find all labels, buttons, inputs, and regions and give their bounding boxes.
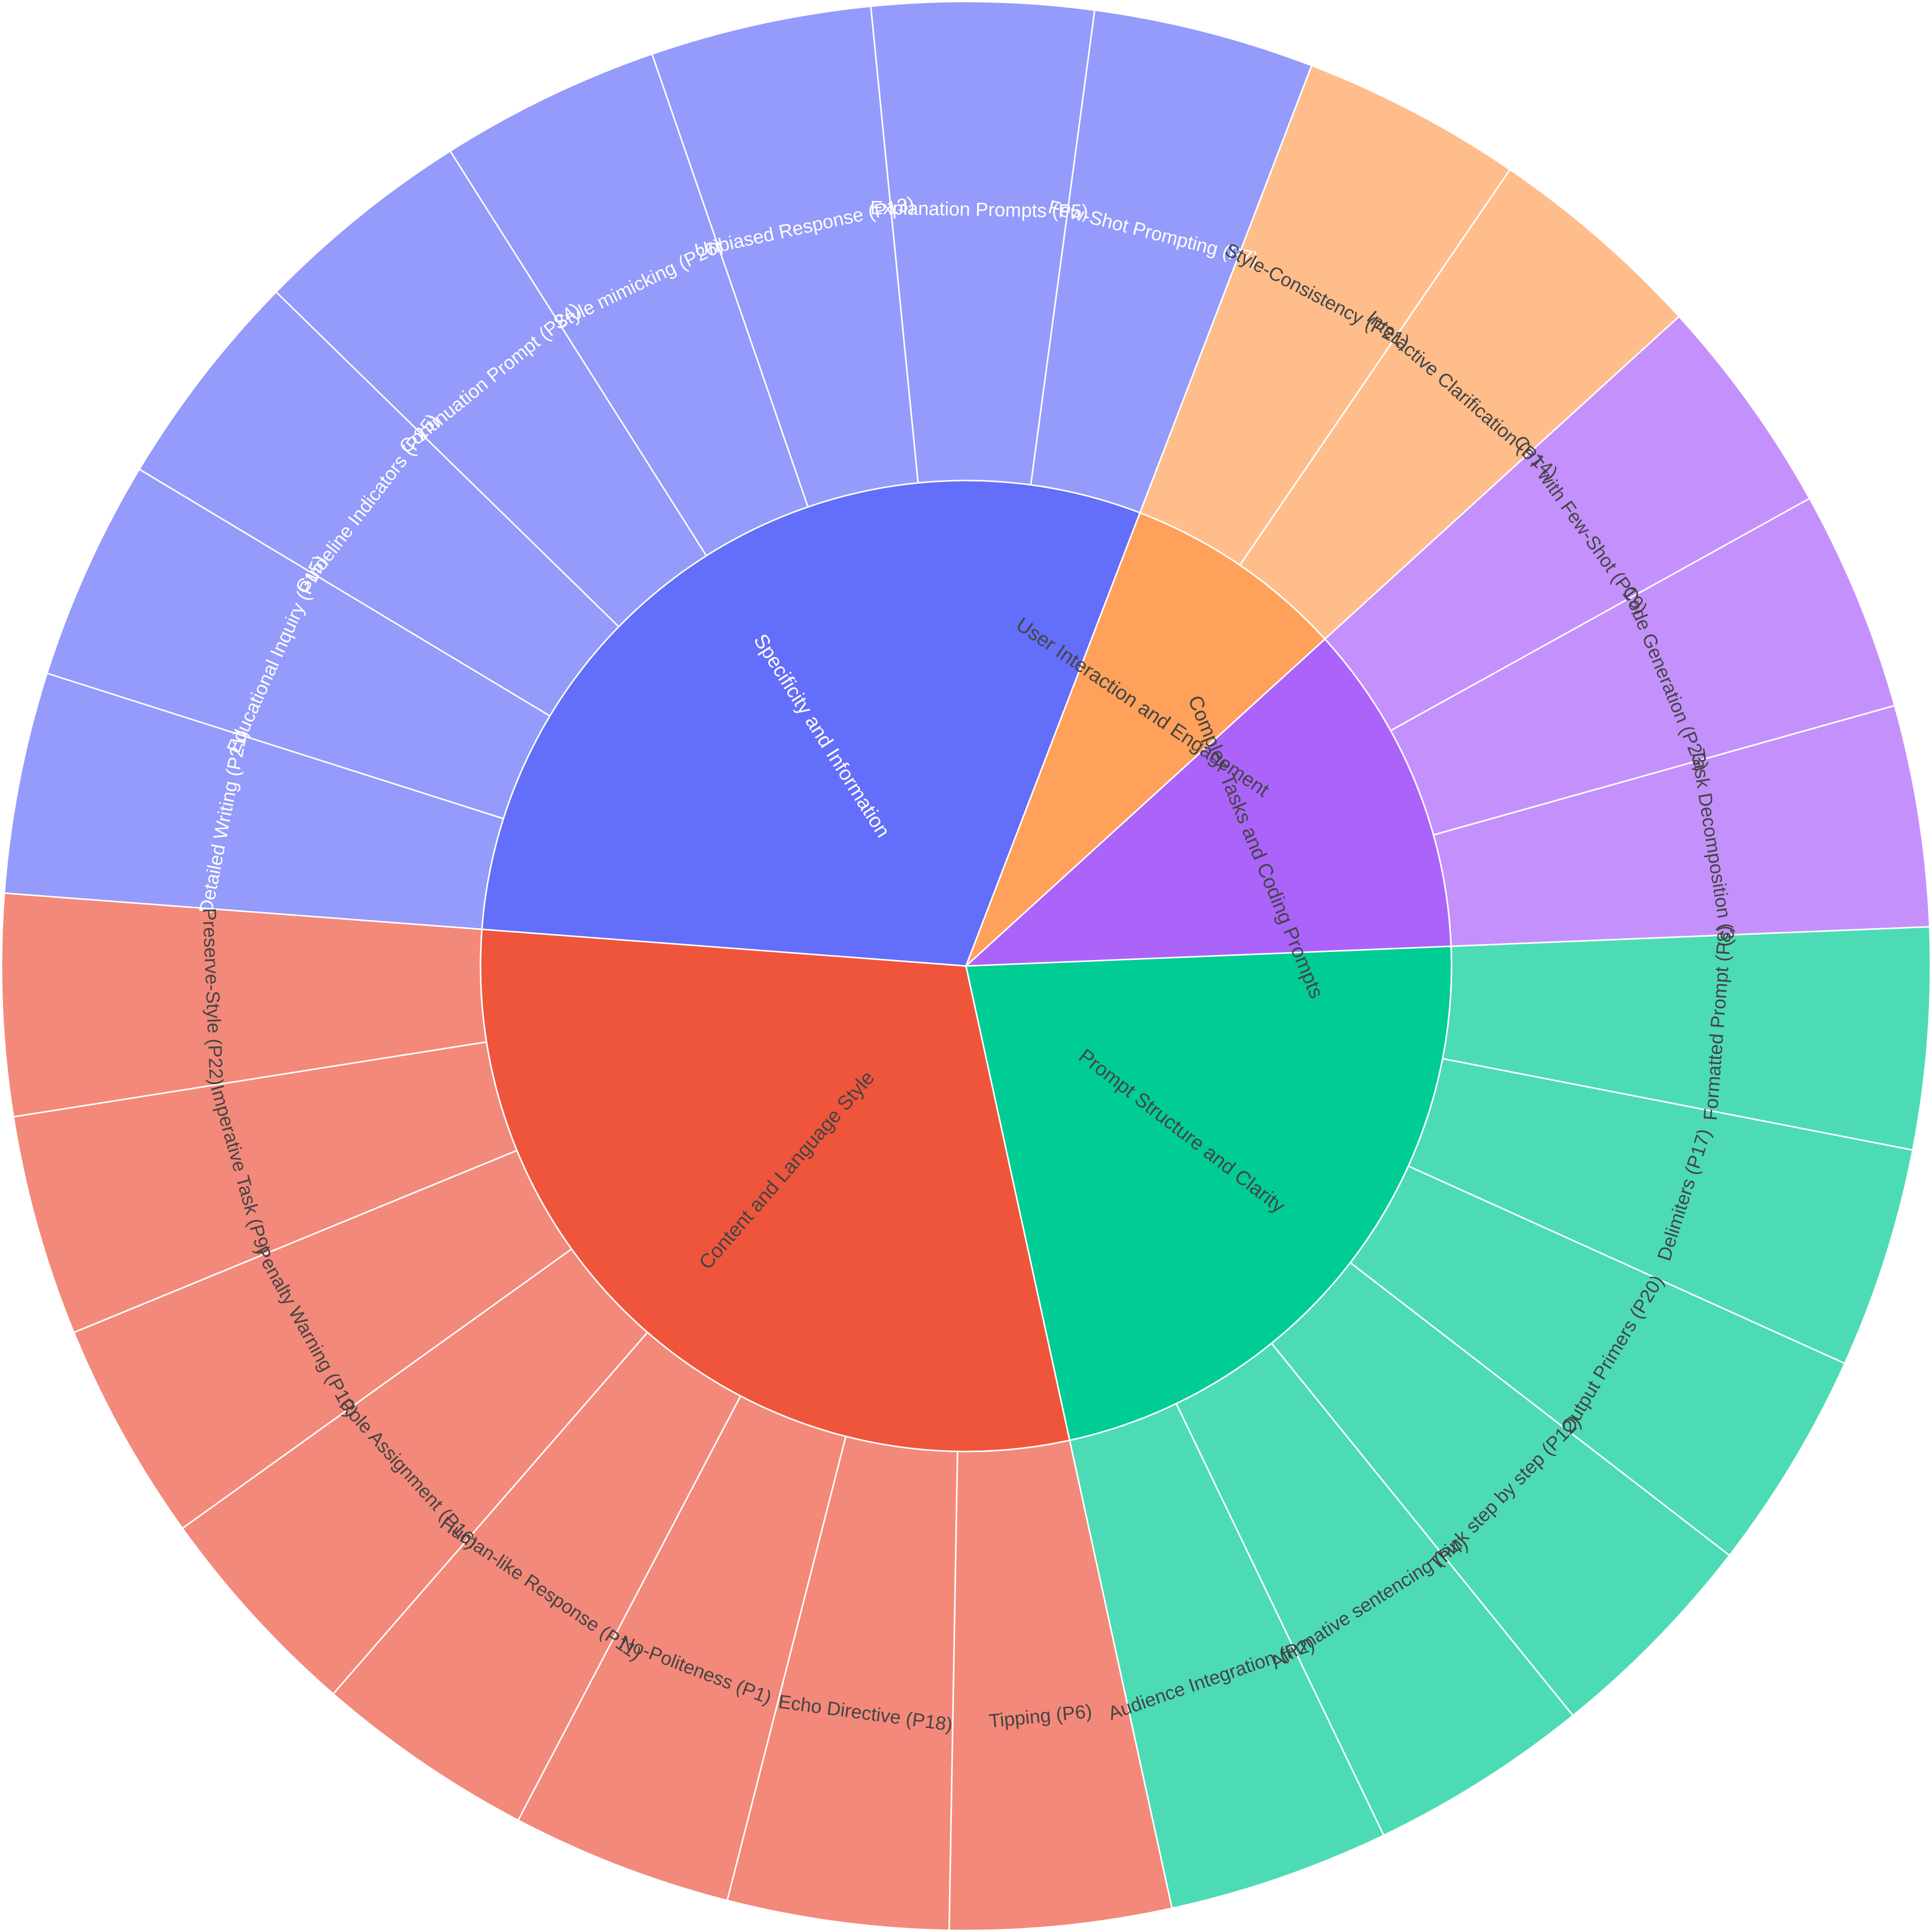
leaf-segment[interactable] <box>1139 64 1511 567</box>
leaf-label: Explanation Prompts (P5) <box>870 197 1088 222</box>
